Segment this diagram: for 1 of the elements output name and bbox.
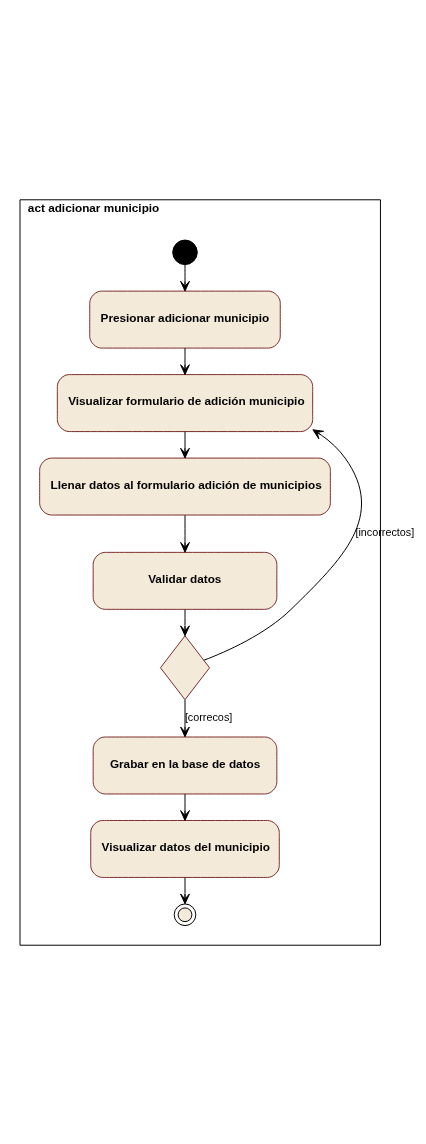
edge-label: [correcos] <box>184 710 233 723</box>
